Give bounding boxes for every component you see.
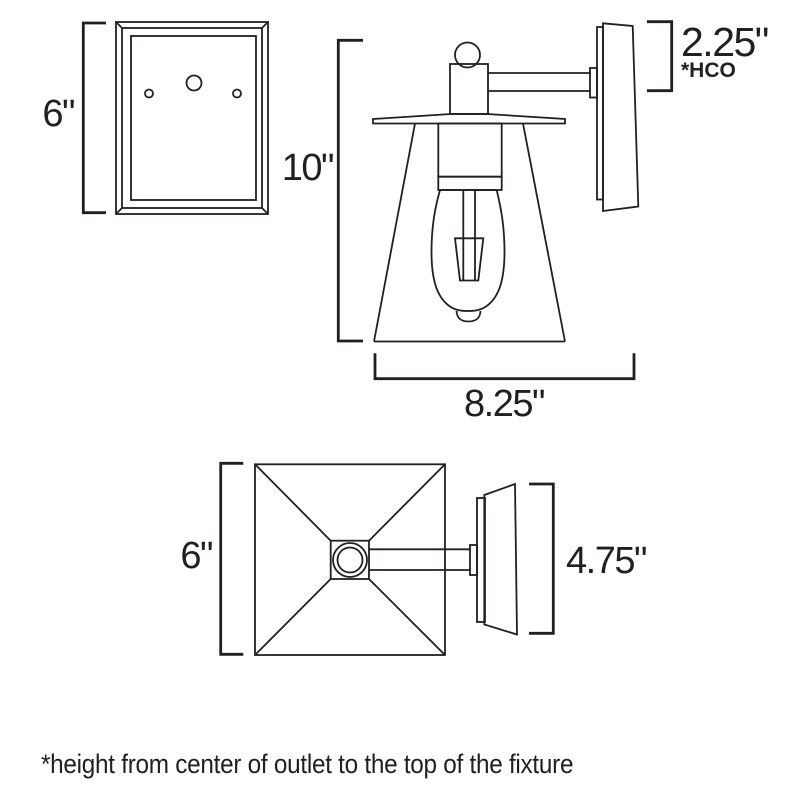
stem-block bbox=[449, 63, 489, 115]
shade-diagonal bbox=[368, 463, 446, 542]
wall-plate-side bbox=[602, 22, 640, 213]
backplate-frame-line bbox=[121, 27, 263, 209]
center-hub-square bbox=[329, 539, 370, 580]
shade-square-outline bbox=[254, 463, 446, 656]
sconce-top-view bbox=[254, 463, 518, 656]
dim-bracket-fixture-height bbox=[336, 38, 363, 343]
fixture-height-label: 10" bbox=[281, 147, 335, 189]
backplate-corner-bevel bbox=[261, 207, 269, 215]
backplate-front-view bbox=[115, 21, 269, 215]
top-depth-label: 4.75" bbox=[566, 540, 647, 582]
backplate-outer-edge bbox=[115, 21, 269, 215]
hub-ring-outer bbox=[332, 542, 368, 578]
backplate-corner-bevel bbox=[115, 21, 123, 29]
edison-bulb bbox=[430, 189, 506, 312]
top-width-label: 6" bbox=[180, 535, 213, 577]
shade-top-disc bbox=[372, 113, 566, 125]
shade-diagonal bbox=[254, 463, 332, 542]
backplate-right-screw-hole bbox=[232, 88, 242, 99]
hco-note-label: *HCO bbox=[681, 59, 736, 82]
shade-cone-left bbox=[373, 123, 416, 342]
arm-flange bbox=[589, 67, 598, 99]
dim-bracket-top-width bbox=[219, 461, 244, 656]
shade-diagonal bbox=[254, 578, 332, 656]
socket-band bbox=[437, 175, 503, 191]
dim-bracket-top-depth bbox=[529, 482, 555, 635]
bulb-bottom-nub bbox=[455, 310, 482, 323]
backplate-inner-panel bbox=[130, 35, 257, 201]
fixture-width-label: 8.25" bbox=[464, 383, 545, 425]
dim-bracket-hco bbox=[647, 20, 674, 93]
backplate-corner-bevel bbox=[261, 21, 269, 29]
hco-footnote: *height from center of outlet to the top… bbox=[41, 749, 574, 779]
backplate-center-hole bbox=[185, 74, 203, 92]
sconce-front-view bbox=[372, 22, 640, 343]
socket-cup bbox=[437, 122, 503, 178]
dim-bracket-backplate-height bbox=[81, 21, 106, 215]
ball-finial bbox=[454, 41, 481, 69]
hco-dimension-label: 2.25" bbox=[681, 19, 769, 65]
hub-ring-inner bbox=[336, 546, 364, 574]
filament-cage bbox=[453, 237, 485, 282]
shade-cone-right bbox=[522, 123, 566, 342]
dim-bracket-fixture-width bbox=[373, 353, 636, 381]
backplate-corner-bevel bbox=[115, 207, 123, 215]
shade-diagonal bbox=[368, 578, 446, 656]
wall-plate-side-top-view bbox=[483, 482, 518, 636]
backplate-height-label: 6" bbox=[42, 93, 75, 135]
backplate-left-screw-hole bbox=[144, 88, 154, 99]
arm-flange-top-view bbox=[469, 544, 478, 576]
